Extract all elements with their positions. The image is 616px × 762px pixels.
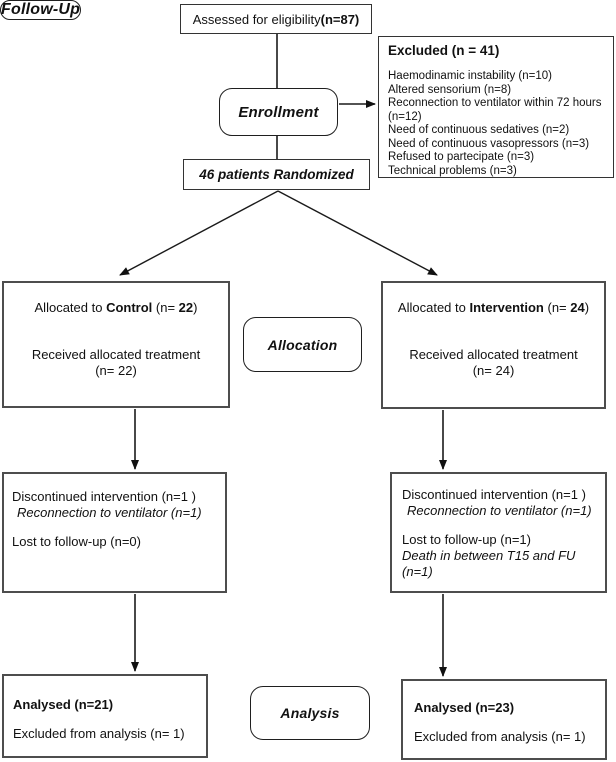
spacer	[12, 521, 220, 534]
followup-stage-label: Follow-Up	[0, 0, 82, 20]
fu-death-note: Death in between T15 and FU	[402, 548, 576, 563]
assessed-eligibility-box: Assessed for eligibility (n=87)	[180, 4, 372, 34]
excluded-reason: Refused to partecipate (n=3)	[388, 151, 535, 163]
excluded-reason: Reconnection to ventilator within 72 hou…	[388, 97, 602, 123]
fu-discontinued: Discontinued intervention (n=1 )	[12, 489, 196, 504]
alloc-mid: (n=	[543, 300, 571, 315]
fu-reconnection: Reconnection to ventilator (n=1)	[17, 505, 202, 520]
spacer	[402, 519, 601, 532]
analysed-excluded: Excluded from analysis (n= 1)	[414, 729, 586, 744]
fu-lost: Lost to follow-up (n=0)	[12, 534, 141, 549]
alloc-num: 22	[178, 300, 194, 315]
followup-control-box: Discontinued intervention (n=1 ) Reconne…	[2, 472, 227, 593]
received-line2: (n= 24)	[472, 363, 515, 378]
alloc-pre: Allocated to	[34, 300, 107, 315]
enrollment-label-text: Enrollment	[238, 103, 319, 121]
excluded-reason: Technical problems (n=3)	[388, 164, 517, 177]
assessed-text: Assessed for eligibility	[192, 11, 321, 27]
excluded-reason: Need of continuous sedatives (n=2)	[388, 124, 570, 136]
alloc-mid: (n=	[152, 300, 179, 315]
fu-lost: Lost to follow-up (n=1)	[402, 532, 531, 547]
analysed-control-box: Analysed (n=21) Excluded from analysis (…	[2, 674, 208, 758]
excluded-reason: Haemodinamic instability (n=10)	[388, 70, 552, 82]
allocated-intervention-line: Allocated to Intervention (n= 24)	[383, 300, 604, 316]
analysis-label-text: Analysis	[280, 705, 340, 721]
analysed-title: Analysed (n=23)	[414, 700, 515, 715]
fu-reconnection: Reconnection to ventilator (n=1)	[407, 503, 592, 518]
fu-death-n: (n=1)	[402, 564, 433, 579]
alloc-pre: Allocated to	[397, 300, 470, 315]
allocated-control-line: Allocated to Control (n= 22)	[4, 300, 228, 316]
excluded-title: Excluded (n = 41)	[388, 43, 500, 58]
received-treatment: Received allocated treatment (n= 22)	[4, 347, 228, 379]
enrollment-stage-label: Enrollment	[219, 88, 338, 136]
excluded-reason: Need of continuous vasopressors (n=3)	[388, 137, 590, 150]
alloc-close: )	[584, 300, 590, 315]
arrow-randomized-to-control	[119, 190, 279, 276]
alloc-arm: Intervention	[469, 300, 544, 315]
received-line2: (n= 22)	[95, 363, 137, 378]
followup-label-text: Follow-Up	[1, 1, 81, 18]
randomized-box: 46 patients Randomized	[183, 159, 370, 190]
excluded-box: Excluded (n = 41) Haemodinamic instabili…	[378, 36, 614, 178]
alloc-close: )	[193, 300, 198, 315]
fu-discontinued: Discontinued intervention (n=1 )	[402, 487, 586, 502]
allocated-control-box: Allocated to Control (n= 22) Received al…	[2, 281, 230, 408]
allocation-label-text: Allocation	[267, 336, 338, 353]
allocation-stage-label: Allocation	[243, 317, 362, 372]
followup-intervention-box: Discontinued intervention (n=1 ) Reconne…	[390, 472, 607, 593]
received-treatment: Received allocated treatment (n= 24)	[383, 347, 604, 379]
arrow-randomized-to-intervention	[277, 190, 438, 276]
randomized-text: 46 patients Randomized	[199, 167, 354, 182]
excluded-reason: Altered sensorium (n=8)	[388, 83, 512, 96]
analysed-excluded: Excluded from analysis (n= 1)	[13, 726, 185, 741]
analysed-title: Analysed (n=21)	[13, 697, 114, 712]
assessed-n: (n=87)	[320, 11, 360, 27]
allocated-intervention-box: Allocated to Intervention (n= 24) Receiv…	[381, 281, 606, 409]
alloc-arm: Control	[106, 300, 153, 315]
received-line1: Received allocated treatment	[409, 347, 578, 362]
analysed-intervention-box: Analysed (n=23) Excluded from analysis (…	[401, 679, 607, 760]
alloc-num: 24	[570, 300, 585, 315]
received-line1: Received allocated treatment	[31, 347, 201, 362]
analysis-stage-label: Analysis	[250, 686, 370, 740]
